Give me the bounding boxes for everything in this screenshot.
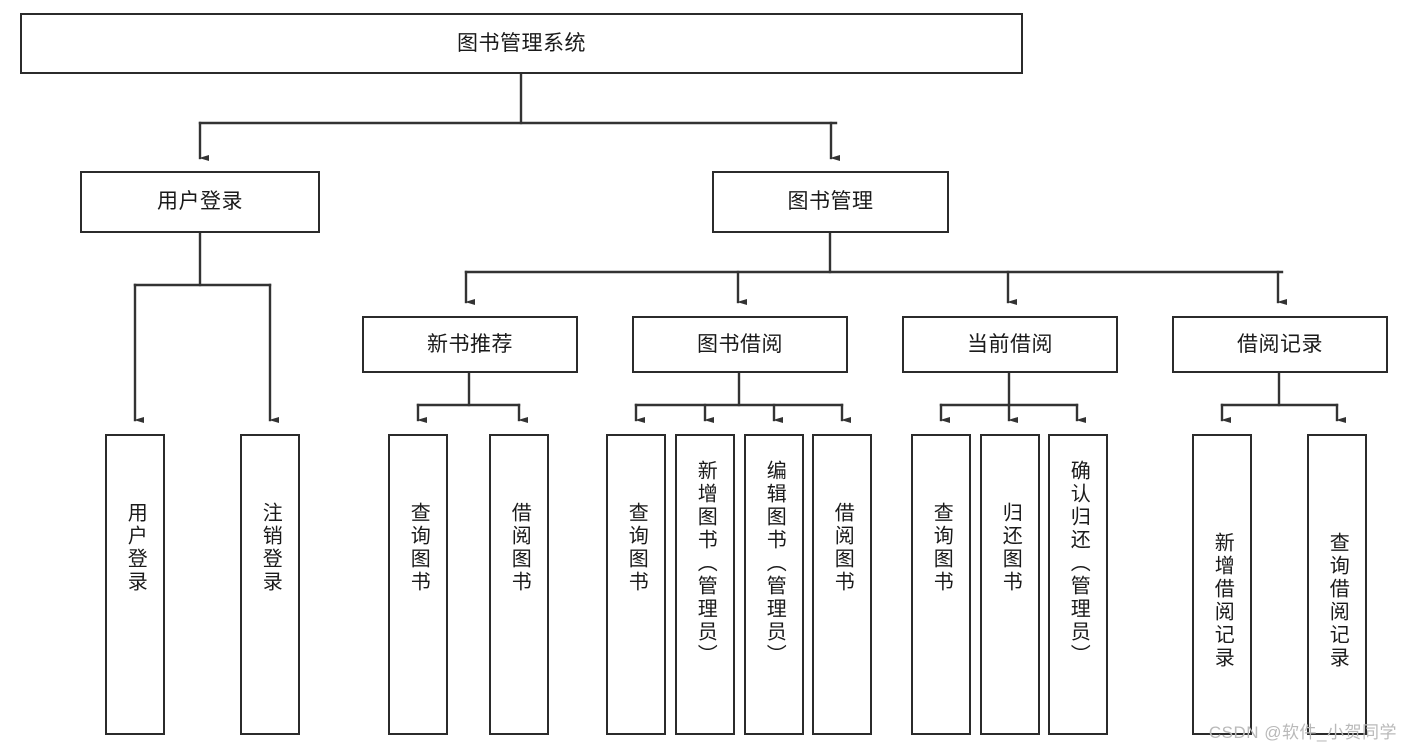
leaf-return-book-label: 归还图书 bbox=[999, 502, 1022, 594]
leaf-borrow-book-1-label: 借阅图书 bbox=[508, 502, 531, 594]
node-book-borrow-label: 图书借阅 bbox=[697, 332, 783, 356]
leaf-borrow-book-2[interactable]: 借阅图书 bbox=[812, 434, 872, 735]
leaf-borrow-book-2-label: 借阅图书 bbox=[831, 502, 854, 594]
leaf-confirm-return-label: 确认归还（管理员） bbox=[1067, 460, 1090, 667]
leaf-return-book[interactable]: 归还图书 bbox=[980, 434, 1040, 735]
leaf-query-record-label: 查询借阅记录 bbox=[1326, 532, 1349, 670]
node-user-login-label: 用户登录 bbox=[157, 190, 243, 214]
node-root-label: 图书管理系统 bbox=[457, 31, 586, 55]
leaf-confirm-return[interactable]: 确认归还（管理员） bbox=[1048, 434, 1108, 735]
node-borrow-record[interactable]: 借阅记录 bbox=[1172, 316, 1388, 373]
leaf-borrow-book-1[interactable]: 借阅图书 bbox=[489, 434, 549, 735]
leaf-query-book-3[interactable]: 查询图书 bbox=[911, 434, 971, 735]
leaf-logout-login[interactable]: 注销登录 bbox=[240, 434, 300, 735]
leaf-query-record[interactable]: 查询借阅记录 bbox=[1307, 434, 1367, 735]
leaf-query-book-1[interactable]: 查询图书 bbox=[388, 434, 448, 735]
leaf-query-book-1-label: 查询图书 bbox=[407, 502, 430, 594]
leaf-edit-book-label: 编辑图书（管理员） bbox=[763, 460, 786, 667]
leaf-edit-book[interactable]: 编辑图书（管理员） bbox=[744, 434, 804, 735]
leaf-user-login[interactable]: 用户登录 bbox=[105, 434, 165, 735]
node-new-book-recommend-label: 新书推荐 bbox=[427, 332, 513, 356]
node-book-borrow[interactable]: 图书借阅 bbox=[632, 316, 848, 373]
node-new-book-recommend[interactable]: 新书推荐 bbox=[362, 316, 578, 373]
node-root[interactable]: 图书管理系统 bbox=[20, 13, 1023, 74]
leaf-query-book-2[interactable]: 查询图书 bbox=[606, 434, 666, 735]
leaf-add-book-label: 新增图书（管理员） bbox=[694, 460, 717, 667]
node-book-manage[interactable]: 图书管理 bbox=[712, 171, 949, 233]
node-current-borrow-label: 当前借阅 bbox=[967, 332, 1053, 356]
leaf-add-record-label: 新增借阅记录 bbox=[1211, 532, 1234, 670]
node-borrow-record-label: 借阅记录 bbox=[1237, 332, 1323, 356]
node-current-borrow[interactable]: 当前借阅 bbox=[902, 316, 1118, 373]
leaf-add-record[interactable]: 新增借阅记录 bbox=[1192, 434, 1252, 735]
leaf-logout-login-label: 注销登录 bbox=[259, 502, 282, 594]
node-user-login[interactable]: 用户登录 bbox=[80, 171, 320, 233]
leaf-add-book[interactable]: 新增图书（管理员） bbox=[675, 434, 735, 735]
leaf-query-book-3-label: 查询图书 bbox=[930, 502, 953, 594]
leaf-user-login-label: 用户登录 bbox=[124, 502, 147, 594]
node-book-manage-label: 图书管理 bbox=[787, 190, 874, 214]
leaf-query-book-2-label: 查询图书 bbox=[625, 502, 648, 594]
